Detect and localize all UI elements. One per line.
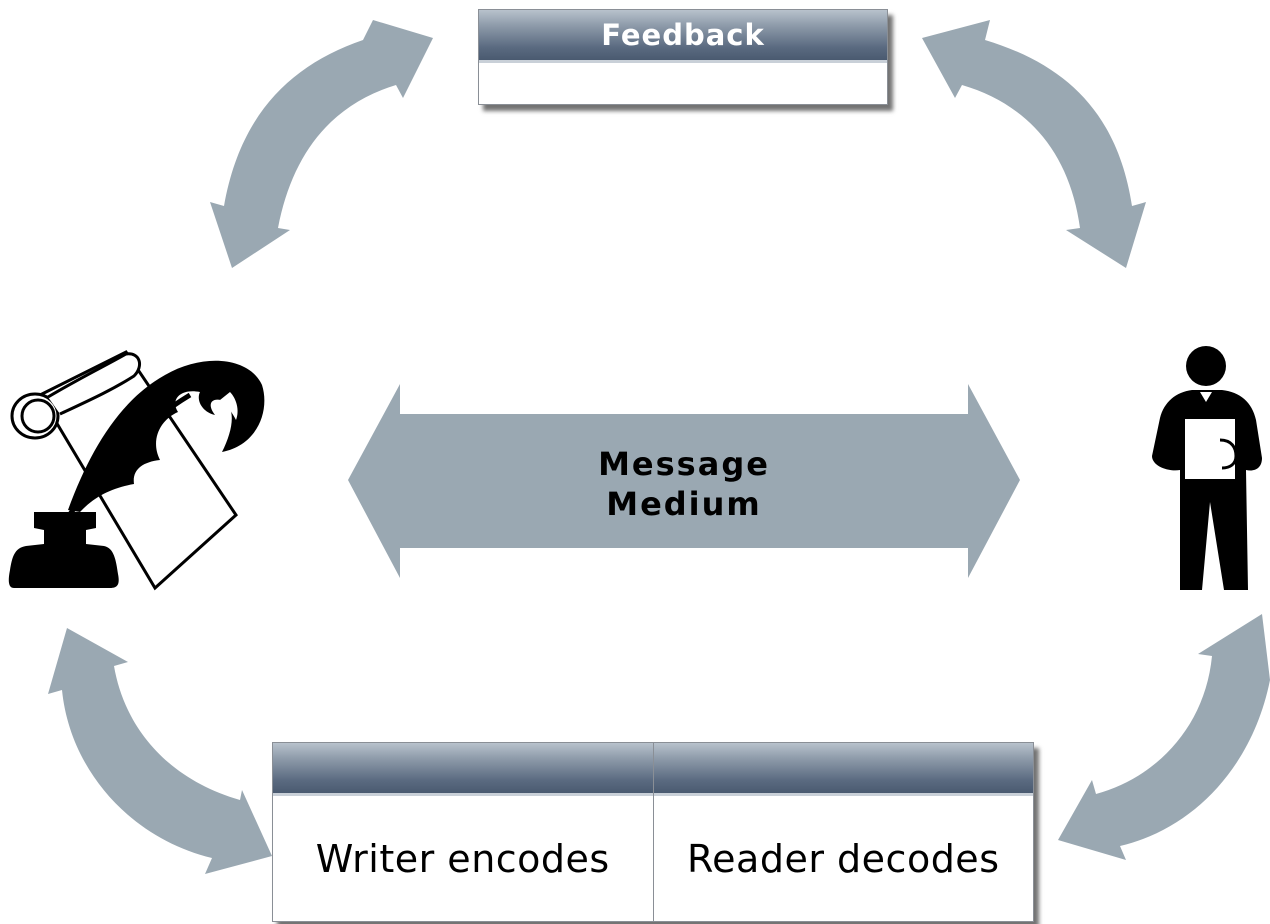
writer-column-header	[273, 743, 653, 796]
reader-column: Reader decodes	[652, 743, 1033, 921]
curved-arrow-top-right	[922, 20, 1146, 268]
encode-decode-table: Writer encodes Reader decodes	[272, 742, 1034, 922]
feedback-title: Feedback	[479, 10, 887, 63]
reader-column-header	[653, 743, 1033, 796]
reader-decodes-label: Reader decodes	[686, 836, 1000, 881]
message-medium-label: Message Medium	[560, 444, 808, 524]
message-medium-arrow	[348, 384, 1020, 578]
curved-arrow-top-left	[210, 20, 433, 268]
writer-encodes-label: Writer encodes	[315, 836, 610, 881]
curved-arrow-bottom-left	[48, 628, 272, 874]
writer-column: Writer encodes	[273, 743, 653, 921]
message-label-line2: Medium	[606, 485, 762, 523]
curved-arrow-bottom-right	[1058, 614, 1270, 860]
message-label-line1: Message	[598, 445, 770, 483]
feedback-box: Feedback	[478, 9, 888, 105]
